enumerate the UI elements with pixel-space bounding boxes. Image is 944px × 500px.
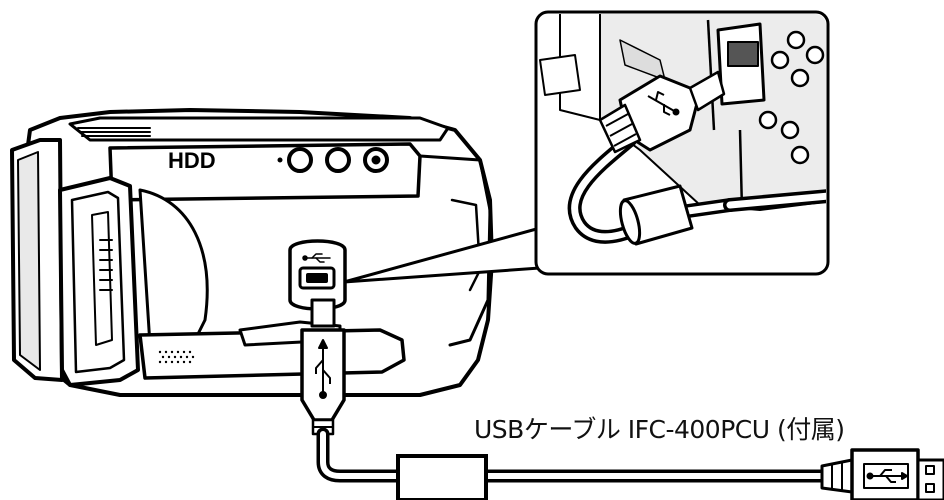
camcorder bbox=[10, 108, 494, 397]
ferrite-core bbox=[396, 454, 488, 500]
hdd-badge: HDD bbox=[168, 148, 216, 173]
usb-a-plug-icon bbox=[863, 463, 909, 489]
usb-port-icon bbox=[302, 253, 331, 263]
camera-button-2 bbox=[325, 147, 351, 173]
grip-texture bbox=[77, 127, 151, 137]
speaker-grille bbox=[158, 350, 195, 364]
cable-caption: USBケーブル IFC-400PCU (付属) bbox=[474, 415, 845, 444]
usb-mini-plug bbox=[300, 298, 346, 436]
zoom-inset bbox=[534, 10, 830, 276]
usb-a-plug bbox=[820, 448, 944, 500]
usb-plug-icon bbox=[315, 339, 331, 399]
camera-button-1 bbox=[287, 147, 313, 173]
